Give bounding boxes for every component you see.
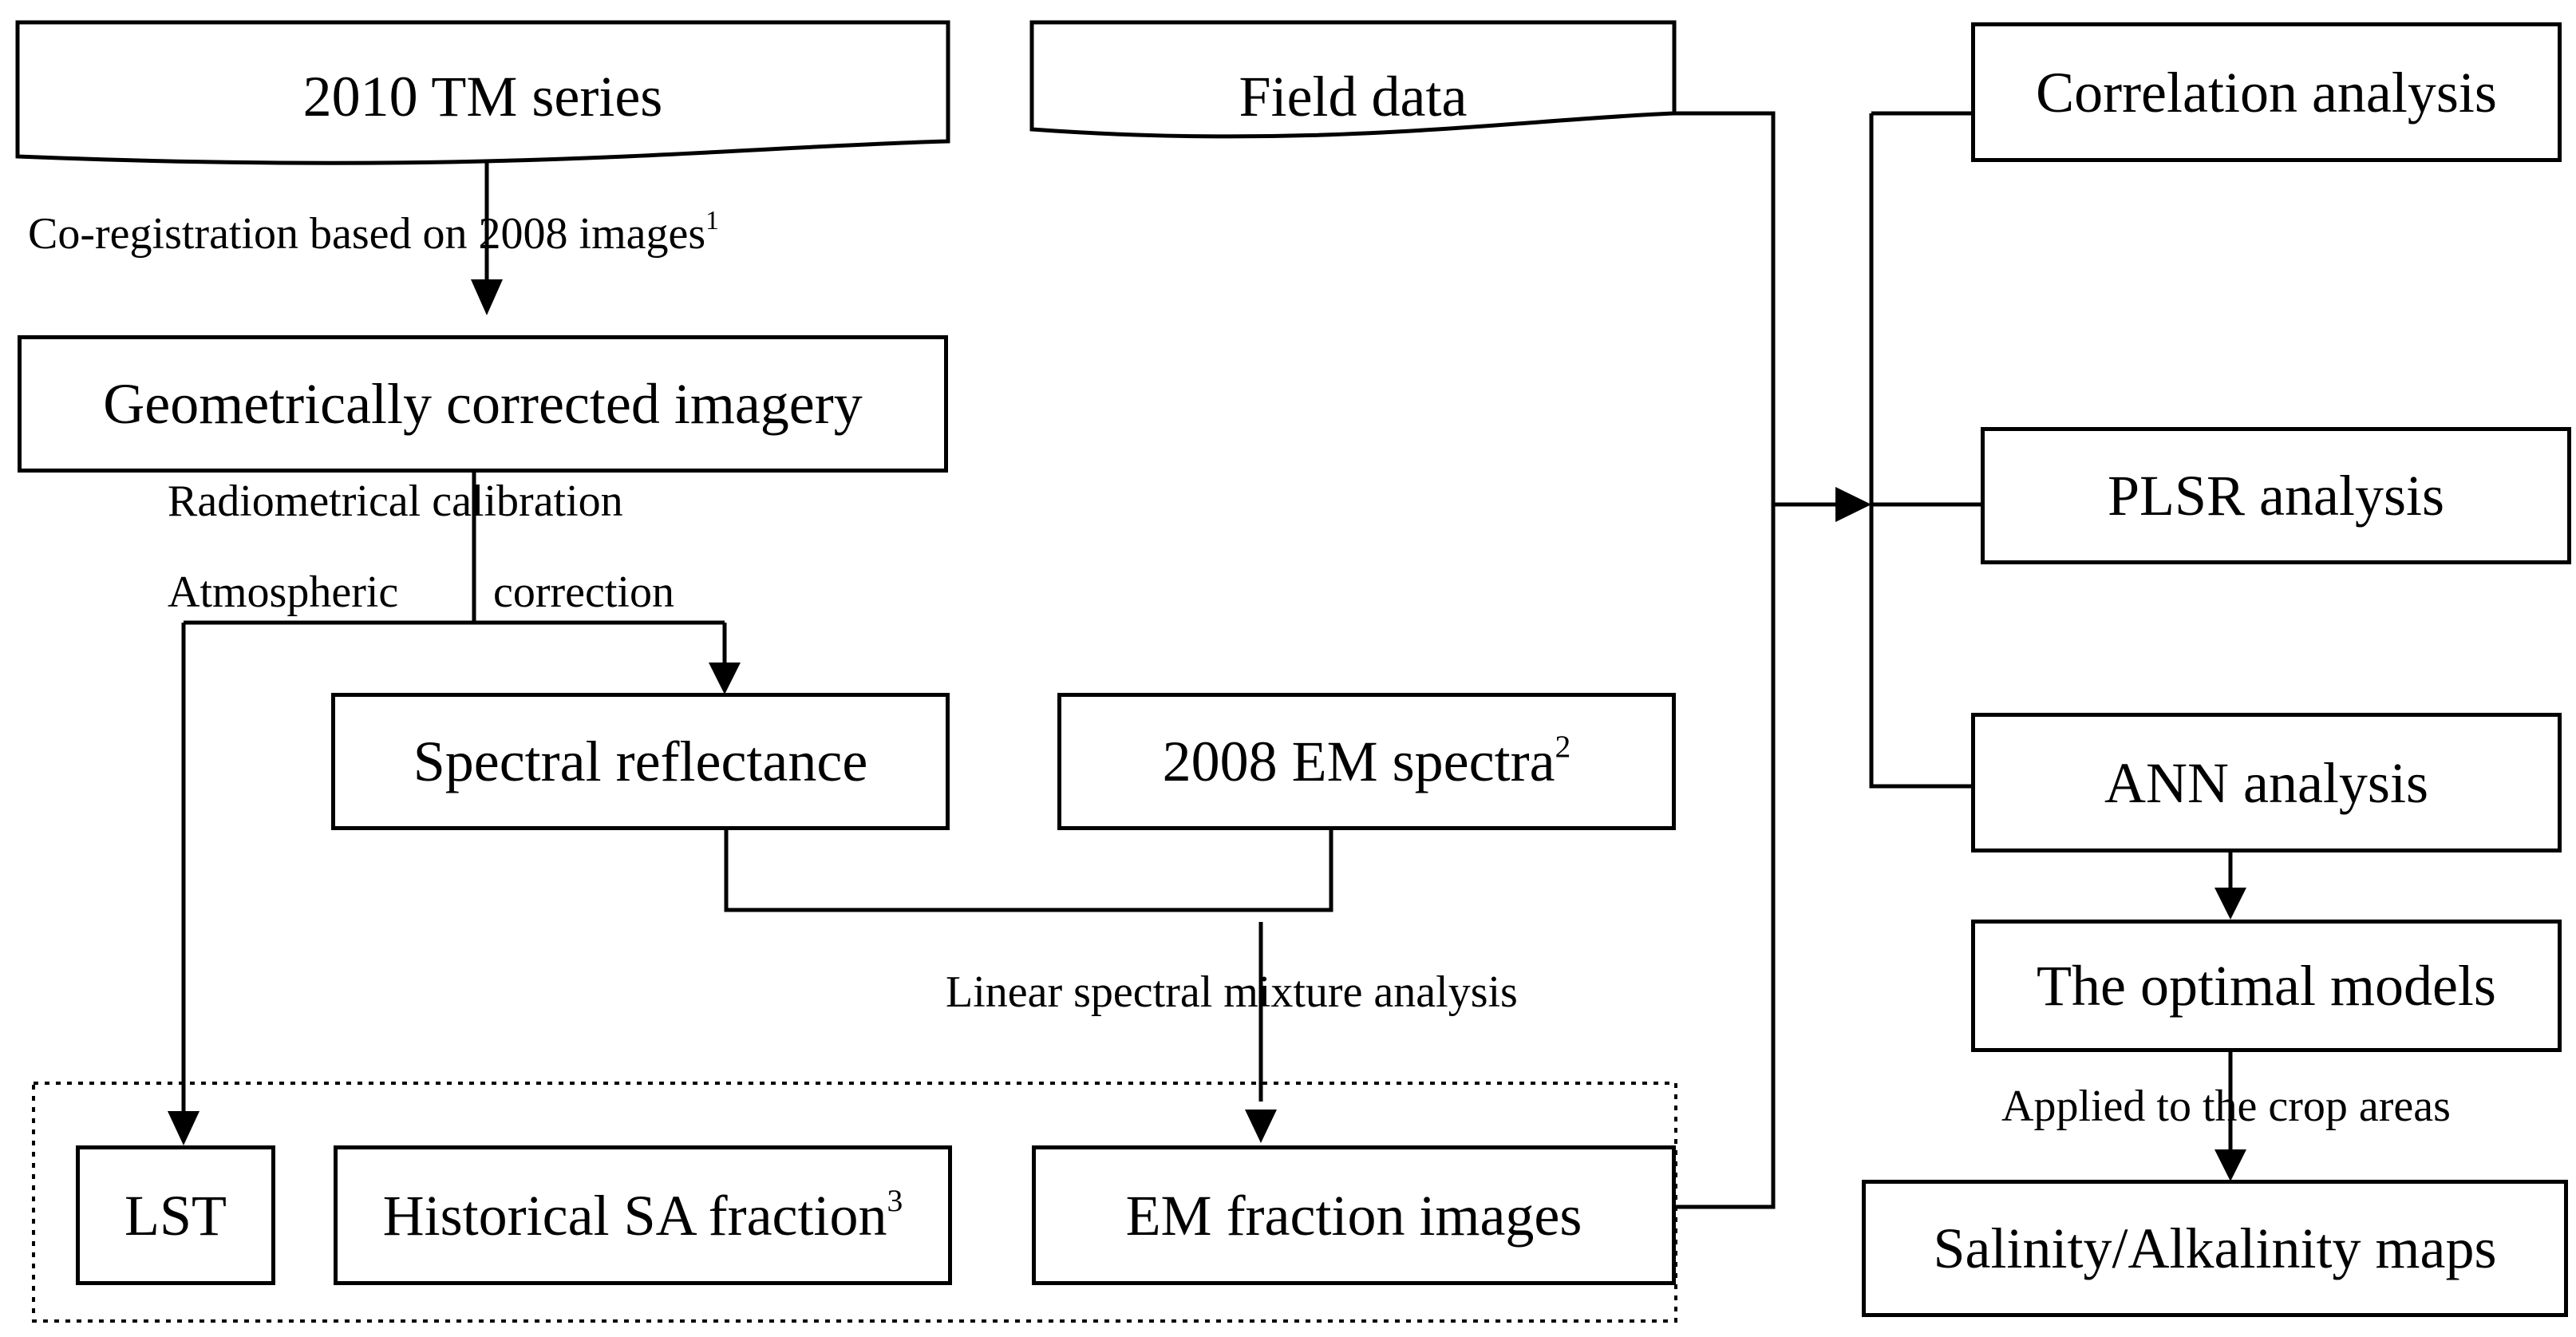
historical-sa-fraction-label: Historical SA fraction3 xyxy=(383,1185,903,1244)
arrowhead-geo xyxy=(471,279,503,315)
salinity-alkalinity-maps-label: Salinity/Alkalinity maps xyxy=(1933,1216,2497,1280)
geometrically-corrected-box: Geometrically corrected imagery xyxy=(18,335,948,473)
lst-label: LST xyxy=(124,1183,227,1248)
correlation-analysis-box: Correlation analysis xyxy=(1971,22,2562,162)
historical-sa-footnote: 3 xyxy=(887,1182,903,1218)
spectral-reflectance-box: Spectral reflectance xyxy=(331,693,950,830)
em-spectra-text: 2008 EM spectra xyxy=(1162,730,1555,793)
arrowhead-optimal xyxy=(2214,888,2246,920)
ann-analysis-box: ANN analysis xyxy=(1971,713,2562,852)
field-data-document-shape xyxy=(1029,20,1677,139)
plsr-analysis-box: PLSR analysis xyxy=(1981,427,2571,564)
connector-analysis-bus xyxy=(1869,111,1981,789)
arrowhead-hub xyxy=(1835,487,1871,522)
field-data-document: Field data xyxy=(1239,65,1468,129)
salinity-alkalinity-maps-box: Salinity/Alkalinity maps xyxy=(1862,1180,2568,1317)
radiometric-calibration-label: Radiometrical calibration xyxy=(168,477,623,526)
coregistration-text: Co-registration based on 2008 images xyxy=(28,209,706,259)
optimal-models-label: The optimal models xyxy=(2037,954,2496,1018)
connector-merge xyxy=(724,830,1333,912)
applied-to-crop-areas-label: Applied to the crop areas xyxy=(2001,1082,2451,1131)
tm-series-document-shape xyxy=(15,20,950,165)
lst-box: LST xyxy=(76,1145,275,1285)
em-spectra-footnote: 2 xyxy=(1555,729,1571,765)
ann-analysis-label: ANN analysis xyxy=(2104,750,2428,815)
em-spectra-label: 2008 EM spectra2 xyxy=(1162,730,1571,793)
optimal-models-box: The optimal models xyxy=(1971,920,2562,1052)
correction-label: correction xyxy=(493,568,674,617)
historical-sa-fraction-text: Historical SA fraction xyxy=(382,1183,887,1248)
correlation-analysis-label: Correlation analysis xyxy=(2036,60,2497,125)
atmospheric-label: Atmospheric xyxy=(168,568,399,617)
em-fraction-images-box: EM fraction images xyxy=(1032,1145,1676,1285)
spectral-reflectance-label: Spectral reflectance xyxy=(413,730,868,793)
coregistration-label: Co-registration based on 2008 images1 xyxy=(28,208,719,259)
arrowhead-em-fraction xyxy=(1245,1110,1277,1143)
em-spectra-box: 2008 EM spectra2 xyxy=(1057,693,1676,830)
connector-field-data xyxy=(1674,111,1776,1209)
arrowhead-spectral xyxy=(709,663,741,694)
linear-spectral-mixture-label: Linear spectral mixture analysis xyxy=(946,967,1518,1017)
arrowhead-lst xyxy=(168,1111,200,1145)
geometrically-corrected-label: Geometrically corrected imagery xyxy=(103,372,863,436)
coregistration-footnote: 1 xyxy=(705,206,719,236)
arrowhead-maps xyxy=(2214,1149,2246,1181)
em-fraction-images-label: EM fraction images xyxy=(1125,1183,1582,1248)
historical-sa-fraction-box: Historical SA fraction3 xyxy=(334,1145,952,1285)
plsr-analysis-label: PLSR analysis xyxy=(2107,464,2445,528)
tm-series-document: 2010 TM series xyxy=(302,65,663,129)
